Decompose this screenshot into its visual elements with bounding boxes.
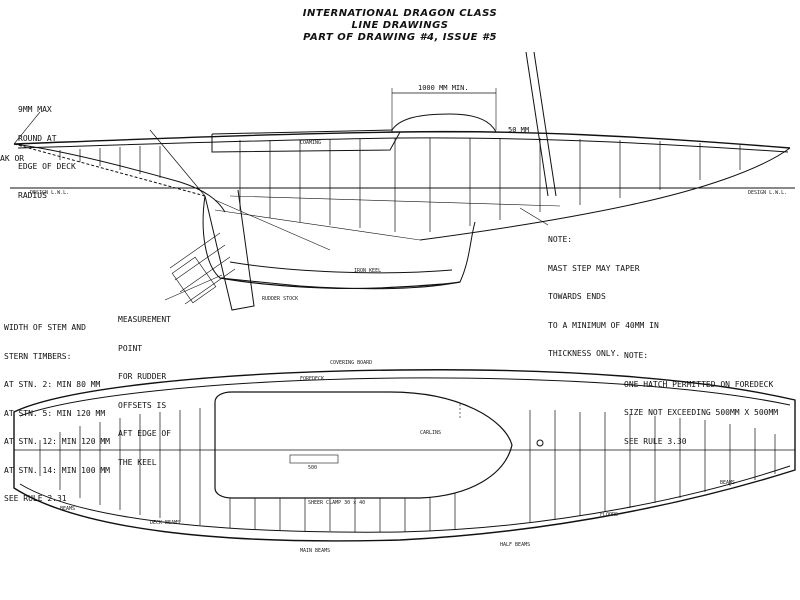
deck-radius-note: 9MM MAX ROUND AT EDGE OF DECK RADIUS xyxy=(18,86,76,210)
main-beams-label: MAIN BEAMS xyxy=(300,548,331,554)
drawing-title: INTERNATIONAL DRAGON CLASS LINE DRAWINGS… xyxy=(0,8,800,44)
beams-right-label: BEAMS xyxy=(720,480,736,486)
deck-beams-label: DECK BEAMS xyxy=(150,520,181,526)
deck-radius-line: EDGE OF DECK xyxy=(18,162,76,171)
measurement-point-line: THE KEEL xyxy=(118,457,157,467)
mast xyxy=(525,51,557,197)
profile-frames xyxy=(59,138,741,232)
dim-1000-label: 1000 MM MIN. xyxy=(418,84,469,92)
mast-step-line: NOTE: xyxy=(548,235,573,244)
plan-outline xyxy=(13,369,796,542)
cockpit-opening xyxy=(214,391,513,499)
covering-board-label: COVERING BOARD xyxy=(330,360,373,366)
cabin-coaming xyxy=(211,129,393,135)
keel-label: IRON KEEL xyxy=(354,268,382,274)
stem-stern-line: AT STN. 5: MIN 120 MM xyxy=(4,408,106,418)
measurement-point-note: MEASUREMENT POINT FOR RUDDER OFFSETS IS … xyxy=(118,296,171,477)
stem-stern-line: AT STN. 12: MIN 120 MM xyxy=(4,437,110,446)
stern-profile xyxy=(419,147,791,241)
mast-step-line: TOWARDS ENDS xyxy=(548,292,606,301)
stem-stern-line: SEE RULE 2.31 xyxy=(4,494,67,503)
hatch-line: ONE HATCH PERMITTED ON FOREDECK xyxy=(624,379,774,389)
hull-profile xyxy=(13,143,226,213)
stem-stern-line: STERN TIMBERS: xyxy=(4,351,72,361)
title-line-2: LINE DRAWINGS xyxy=(351,20,449,31)
foredeck-label: FOREDECK xyxy=(300,376,325,382)
measurement-point-line: OFFSETS IS xyxy=(118,400,167,410)
rudder-stock-label: RUDDER STOCK xyxy=(262,296,299,302)
stem-stern-note: WIDTH OF STEM AND STERN TIMBERS: AT STN.… xyxy=(4,304,110,513)
stem-stern-line: WIDTH OF STEM AND xyxy=(4,323,86,332)
mast-step-line: TO A MINIMUM OF 40MM IN xyxy=(548,320,659,330)
mast-step-line: THICKNESS ONLY. xyxy=(548,349,621,358)
doghouse xyxy=(391,113,497,133)
plan-box-label: 500 xyxy=(308,465,318,471)
carlins-label: CARLINS xyxy=(420,430,442,436)
hatch-note: NOTE: ONE HATCH PERMITTED ON FOREDECK SI… xyxy=(624,332,778,456)
mast-step-note: NOTE: MAST STEP MAY TAPER TOWARDS ENDS T… xyxy=(548,216,659,368)
rudder-offsets xyxy=(169,232,236,305)
hatch-line: NOTE: xyxy=(624,351,649,360)
plan-frames xyxy=(39,408,776,532)
plan-dim-box xyxy=(289,454,339,464)
forestay xyxy=(13,143,206,197)
sheer-clamp-label: SHEER CLAMP 30 x 40 xyxy=(308,500,366,506)
ak-or-label: AK OR xyxy=(0,154,25,163)
waterline-label-right: DESIGN L.W.L. xyxy=(748,190,788,196)
deck-line xyxy=(17,137,789,153)
deck-radius-line: ROUND AT xyxy=(18,133,57,143)
hatch-line: SEE RULE 3.30 xyxy=(624,436,687,446)
title-line-1: INTERNATIONAL DRAGON CLASS xyxy=(302,8,498,19)
measurement-point-line: FOR RUDDER xyxy=(118,372,167,381)
title-line-3: PART OF DRAWING #4, ISSUE #5 xyxy=(303,32,497,43)
measurement-point-line: MEASUREMENT xyxy=(118,315,171,324)
hatch-circle xyxy=(536,439,544,447)
deck-radius-line: RADIUS xyxy=(18,190,47,200)
keel-bottom xyxy=(219,277,461,290)
waterline-label-left: DESIGN L.W.L. xyxy=(30,190,70,196)
stem-stern-line: AT STN. 14: MIN 100 MM xyxy=(4,465,110,475)
hatch-line: SIZE NOT EXCEEDING 500MM X 500MM xyxy=(624,408,779,417)
dim-50-label: 50 MM xyxy=(508,126,530,134)
stem-stern-line: AT STN. 2: MIN 80 MM xyxy=(4,380,101,389)
beams-left-label: BEAMS xyxy=(60,506,76,512)
measurement-point-line: AFT EDGE OF xyxy=(118,429,171,438)
measurement-point-line: POINT xyxy=(118,343,143,353)
half-beams-label: HALF BEAMS xyxy=(500,542,531,548)
floors-label: FLOORS xyxy=(600,512,619,518)
deck-radius-line: 9MM MAX xyxy=(18,105,52,114)
mast-step-line: MAST STEP MAY TAPER xyxy=(548,263,640,273)
coaming-label: COAMING xyxy=(300,140,322,146)
keel-profile xyxy=(202,195,476,290)
rudder xyxy=(204,189,255,311)
